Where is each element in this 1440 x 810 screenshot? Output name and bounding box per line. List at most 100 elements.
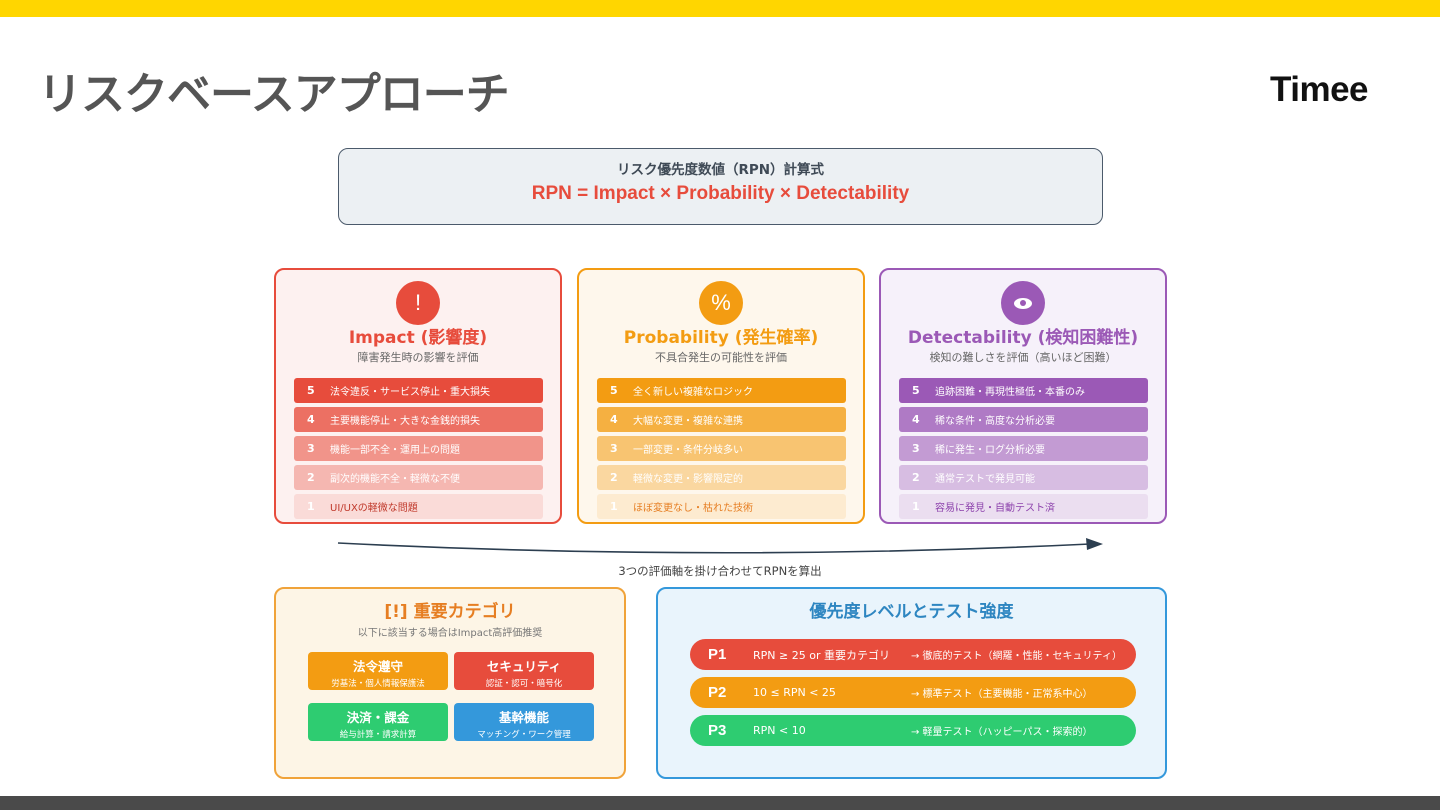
category-title: 決済・課金 bbox=[346, 710, 410, 725]
level-number: 3 bbox=[912, 442, 920, 455]
level-text: 機能一部不全・運用上の問題 bbox=[330, 445, 460, 456]
level-number: 1 bbox=[307, 500, 315, 513]
level-number: 5 bbox=[610, 384, 618, 397]
formula-equation: RPN = Impact × Probability × Detectabili… bbox=[531, 183, 910, 204]
priority-code: P2 bbox=[708, 684, 727, 701]
impact-subtitle: 障害発生時の影響を評価 bbox=[357, 351, 479, 364]
impact-level-4: 4 主要機能停止・大きな金銭的損失 bbox=[294, 407, 543, 432]
level-text: 全く新しい複雑なロジック bbox=[633, 387, 753, 398]
level-text: 軽微な変更・影響限定的 bbox=[633, 474, 743, 485]
level-text: 稀に発生・ログ分析必要 bbox=[935, 445, 1045, 456]
level-text: 追跡困難・再現性極低・本番のみ bbox=[935, 387, 1085, 398]
priority-code: P1 bbox=[708, 646, 727, 663]
flow-arrow-head bbox=[1086, 538, 1103, 550]
level-text: 主要機能停止・大きな金銭的損失 bbox=[330, 416, 480, 427]
level-number: 3 bbox=[610, 442, 618, 455]
detectability-level-1: 1 容易に発見・自動テスト済 bbox=[899, 494, 1148, 519]
top-accent-bar bbox=[0, 0, 1440, 17]
priority-row-p3: P3 RPN < 10 → 軽量テスト（ハッピーパス・探索的） bbox=[690, 715, 1136, 746]
priority-condition: RPN ≥ 25 or 重要カテゴリ bbox=[753, 648, 890, 662]
rpn-formula-box: リスク優先度数値（RPN）計算式 RPN = Impact × Probabil… bbox=[338, 148, 1103, 225]
priority-result: → 軽量テスト（ハッピーパス・探索的） bbox=[911, 727, 1093, 738]
category-payment: 決済・課金 給与計算・請求計算 bbox=[308, 703, 448, 741]
detectability-levels: 5 追跡困難・再現性極低・本番のみ 4 稀な条件・高度な分析必要 3 稀に発生・… bbox=[899, 378, 1148, 523]
priority-condition: RPN < 10 bbox=[753, 724, 806, 737]
detectability-card: Detectability (検知困難性) 検知の難しさを評価（高いほど困難） … bbox=[879, 268, 1167, 524]
probability-level-2: 2 軽微な変更・影響限定的 bbox=[597, 465, 846, 490]
probability-level-1: 1 ほぼ変更なし・枯れた技術 bbox=[597, 494, 846, 519]
probability-title: Probability (発生確率) bbox=[623, 328, 819, 348]
level-text: UI/UXの軽微な問題 bbox=[330, 503, 418, 514]
probability-subtitle: 不具合発生の可能性を評価 bbox=[655, 351, 787, 364]
flow-arrow-line bbox=[337, 542, 1091, 554]
level-number: 4 bbox=[912, 413, 920, 426]
probability-card: % Probability (発生確率) 不具合発生の可能性を評価 5 全く新し… bbox=[577, 268, 865, 524]
eye-pupil bbox=[1020, 300, 1026, 306]
level-text: 容易に発見・自動テスト済 bbox=[935, 503, 1055, 514]
probability-level-5: 5 全く新しい複雑なロジック bbox=[597, 378, 846, 403]
category-subtitle: 労基法・個人情報保護法 bbox=[331, 679, 425, 689]
level-text: 一部変更・条件分岐多い bbox=[633, 445, 743, 456]
probability-level-3: 3 一部変更・条件分岐多い bbox=[597, 436, 846, 461]
category-subtitle: 認証・認可・暗号化 bbox=[485, 679, 563, 689]
impact-level-3: 3 機能一部不全・運用上の問題 bbox=[294, 436, 543, 461]
impact-level-5: 5 法令違反・サービス停止・重大損失 bbox=[294, 378, 543, 403]
critical-categories-box: [!] 重要カテゴリ 以下に該当する場合はImpact高評価推奨 法令遵守 労基… bbox=[274, 587, 626, 779]
detectability-level-2: 2 通常テストで発見可能 bbox=[899, 465, 1148, 490]
detectability-level-5: 5 追跡困難・再現性極低・本番のみ bbox=[899, 378, 1148, 403]
level-number: 3 bbox=[307, 442, 315, 455]
priority-condition: 10 ≤ RPN < 25 bbox=[753, 686, 836, 699]
eye-shape bbox=[1014, 297, 1032, 309]
probability-level-4: 4 大幅な変更・複雑な連携 bbox=[597, 407, 846, 432]
exclamation-icon: ! bbox=[396, 281, 440, 325]
category-subtitle: 給与計算・請求計算 bbox=[339, 730, 417, 740]
level-text: 大幅な変更・複雑な連携 bbox=[633, 416, 743, 427]
level-number: 4 bbox=[610, 413, 618, 426]
detectability-subtitle: 検知の難しさを評価（高いほど困難） bbox=[929, 351, 1117, 364]
priority-result: → 標準テスト（主要機能・正常系中心） bbox=[911, 689, 1093, 700]
category-legal: 法令遵守 労基法・個人情報保護法 bbox=[308, 652, 448, 690]
level-number: 2 bbox=[610, 471, 618, 484]
priority-title: 優先度レベルとテスト強度 bbox=[809, 602, 1014, 622]
bottom-bar bbox=[0, 796, 1440, 810]
critical-subtitle: 以下に該当する場合はImpact高評価推奨 bbox=[357, 628, 543, 639]
detectability-level-3: 3 稀に発生・ログ分析必要 bbox=[899, 436, 1148, 461]
level-number: 1 bbox=[610, 500, 618, 513]
level-text: 副次的機能不全・軽微な不便 bbox=[330, 474, 460, 485]
level-text: 法令違反・サービス停止・重大損失 bbox=[330, 387, 490, 398]
impact-card: ! Impact (影響度) 障害発生時の影響を評価 5 法令違反・サービス停止… bbox=[274, 268, 562, 524]
level-text: 通常テストで発見可能 bbox=[935, 474, 1035, 485]
detectability-level-4: 4 稀な条件・高度な分析必要 bbox=[899, 407, 1148, 432]
flow-caption: 3つの評価軸を掛け合わせてRPNを算出 bbox=[618, 564, 822, 578]
priority-levels-box: 優先度レベルとテスト強度 P1 RPN ≥ 25 or 重要カテゴリ → 徹底的… bbox=[656, 587, 1167, 779]
critical-title: [!] 重要カテゴリ bbox=[384, 602, 516, 622]
level-number: 5 bbox=[912, 384, 920, 397]
level-number: 2 bbox=[912, 471, 920, 484]
formula-label: リスク優先度数値（RPN）計算式 bbox=[616, 162, 825, 178]
slide-title: リスクベースアプローチ bbox=[38, 69, 510, 120]
priority-row-p2: P2 10 ≤ RPN < 25 → 標準テスト（主要機能・正常系中心） bbox=[690, 677, 1136, 708]
impact-levels: 5 法令違反・サービス停止・重大損失 4 主要機能停止・大きな金銭的損失 3 機… bbox=[294, 378, 543, 523]
probability-levels: 5 全く新しい複雑なロジック 4 大幅な変更・複雑な連携 3 一部変更・条件分岐… bbox=[597, 378, 846, 523]
category-core-function: 基幹機能 マッチング・ワーク管理 bbox=[454, 703, 594, 741]
category-title: 法令遵守 bbox=[352, 659, 403, 674]
impact-title: Impact (影響度) bbox=[348, 328, 488, 348]
level-number: 5 bbox=[307, 384, 315, 397]
level-text: ほぼ変更なし・枯れた技術 bbox=[633, 503, 753, 514]
impact-level-1: 1 UI/UXの軽微な問題 bbox=[294, 494, 543, 519]
level-number: 1 bbox=[912, 500, 920, 513]
timee-logo: Timee bbox=[1270, 70, 1369, 109]
priority-result: → 徹底的テスト（網羅・性能・セキュリティ） bbox=[911, 651, 1122, 662]
category-subtitle: マッチング・ワーク管理 bbox=[477, 730, 571, 740]
flow-arrow bbox=[337, 538, 1103, 554]
level-text: 稀な条件・高度な分析必要 bbox=[935, 416, 1055, 427]
category-security: セキュリティ 認証・認可・暗号化 bbox=[454, 652, 594, 690]
impact-level-2: 2 副次的機能不全・軽微な不便 bbox=[294, 465, 543, 490]
detectability-title: Detectability (検知困難性) bbox=[907, 328, 1139, 348]
category-title: 基幹機能 bbox=[498, 710, 549, 725]
priority-row-p1: P1 RPN ≥ 25 or 重要カテゴリ → 徹底的テスト（網羅・性能・セキュ… bbox=[690, 639, 1136, 670]
level-number: 2 bbox=[307, 471, 315, 484]
level-number: 4 bbox=[307, 413, 315, 426]
category-title: セキュリティ bbox=[486, 659, 562, 674]
priority-code: P3 bbox=[708, 722, 727, 739]
